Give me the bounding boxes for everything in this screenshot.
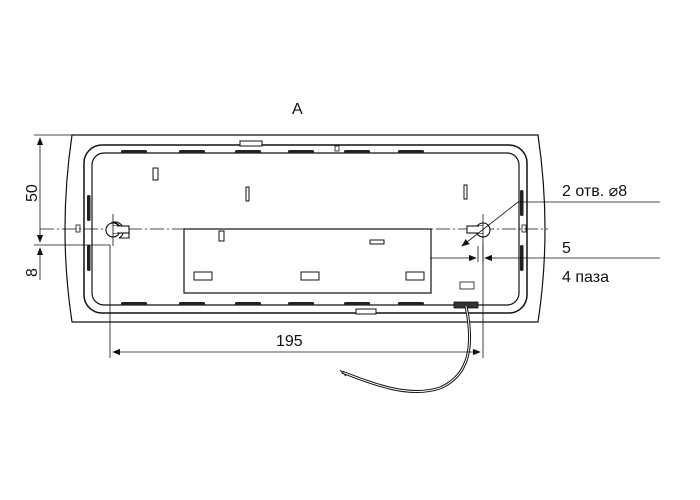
right-clip	[521, 224, 527, 233]
slots-callout: 4 паза	[562, 269, 609, 286]
hole-leader	[461, 201, 660, 247]
module-details	[193, 230, 425, 281]
left-clip	[75, 224, 81, 233]
dim-width: 195	[276, 333, 303, 350]
slot-dimension	[430, 246, 660, 262]
top-ribs	[121, 150, 424, 154]
left-dimension	[34, 134, 110, 280]
keyhole-right	[466, 214, 491, 246]
outer-housing	[64, 134, 546, 323]
dim-slot-width: 5	[562, 240, 571, 257]
terminal-block	[459, 281, 475, 290]
bottom-tab	[355, 308, 377, 315]
small-slots	[152, 167, 468, 202]
bottom-ribs	[121, 302, 424, 306]
top-tab	[239, 140, 263, 147]
dim-height-bottom: 8	[24, 268, 41, 277]
width-dimension	[109, 245, 484, 358]
electronic-module	[183, 228, 432, 294]
view-label: A	[292, 101, 303, 118]
dim-height-top: 50	[24, 184, 41, 202]
top-notch	[334, 145, 340, 152]
keyhole-left	[105, 214, 130, 246]
holes-callout: 2 отв. ⌀8	[562, 183, 627, 200]
